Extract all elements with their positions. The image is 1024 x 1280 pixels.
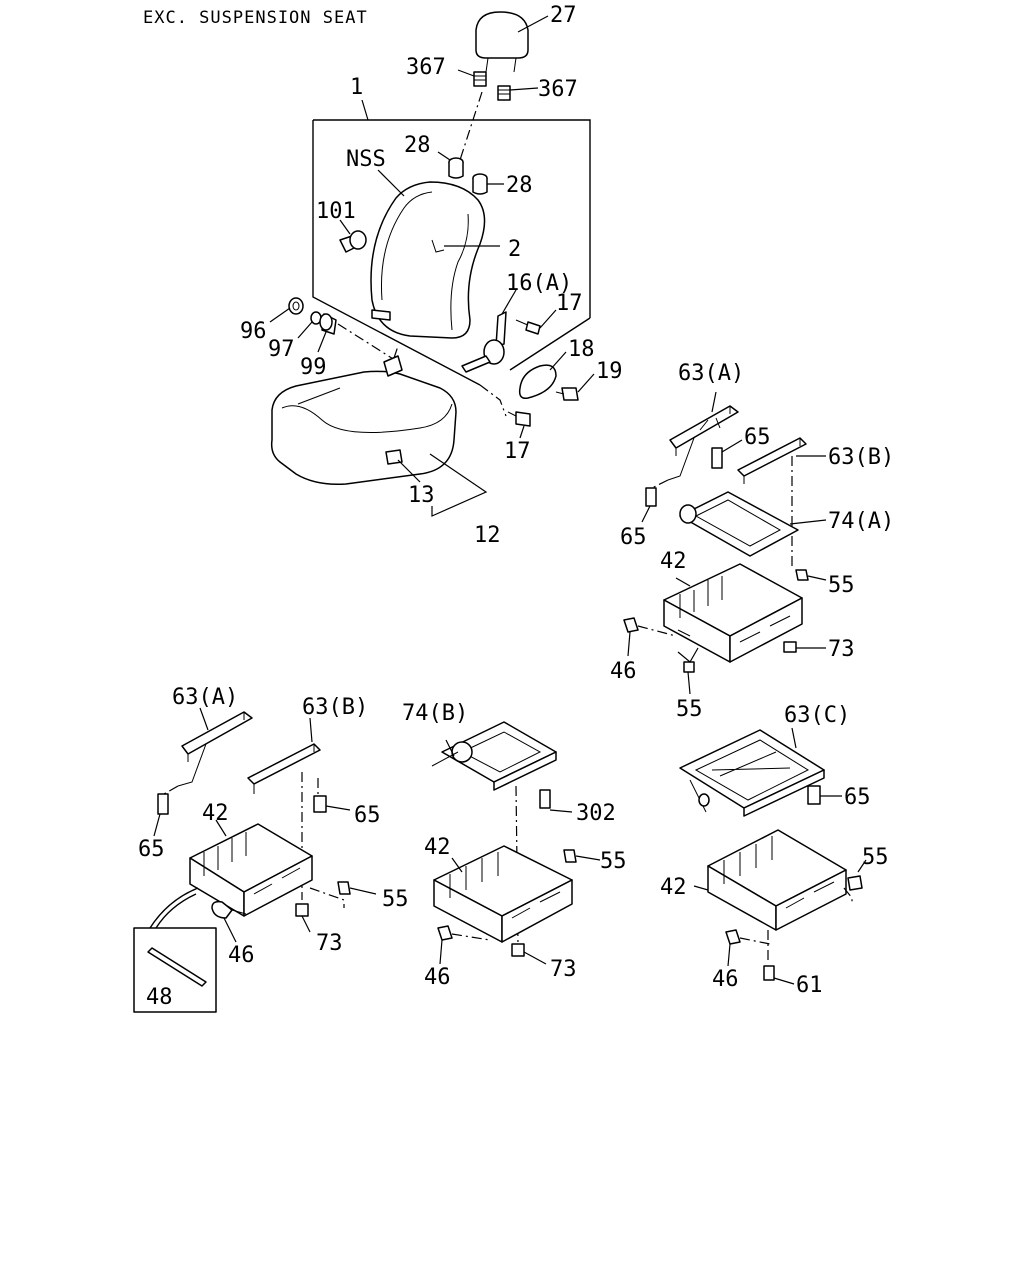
- label-16a: 16(A): [506, 271, 572, 296]
- bolt-17a: [515, 309, 557, 335]
- label-65-c: 65: [844, 785, 871, 810]
- washers-96-97-99: [269, 297, 399, 363]
- label-55-right-top: 55: [828, 573, 855, 598]
- knob-101: [339, 219, 367, 253]
- label-367-left: 367: [406, 55, 446, 80]
- label-65-left-right: 65: [354, 803, 381, 828]
- label-73-left: 73: [316, 931, 343, 956]
- label-63a-left: 63(A): [172, 685, 238, 710]
- label-55-middle: 55: [600, 849, 627, 874]
- rail-63a-left: [181, 711, 253, 755]
- base-42-c: [693, 829, 847, 931]
- label-367-right: 367: [538, 77, 578, 102]
- label-74a: 74(A): [828, 509, 894, 534]
- label-1: 1: [350, 75, 363, 100]
- assembly-bracket: [313, 119, 591, 318]
- label-302: 302: [576, 801, 616, 826]
- headrest: [475, 11, 549, 73]
- guide-28: [437, 151, 504, 195]
- bolt-17b: [479, 384, 531, 439]
- label-46-left: 46: [228, 943, 255, 968]
- label-48: 48: [146, 985, 173, 1010]
- label-28-right: 28: [506, 173, 533, 198]
- base-42-middle: [433, 845, 573, 943]
- seat-back: [370, 169, 500, 339]
- label-46-c: 46: [712, 967, 739, 992]
- label-61: 61: [796, 973, 823, 998]
- label-19: 19: [596, 359, 623, 384]
- recliner-16a: [461, 289, 517, 373]
- cable: [149, 887, 199, 929]
- rail-assembly-left: [133, 707, 377, 1013]
- label-101: 101: [316, 199, 356, 224]
- rail-assembly-middle: [431, 721, 601, 965]
- label-63c: 63(C): [784, 703, 850, 728]
- label-65-right-top: 65: [744, 425, 771, 450]
- seat-cushion: [270, 345, 488, 517]
- label-42-left: 42: [202, 801, 229, 826]
- label-2: 2: [508, 237, 521, 262]
- label-46-middle: 46: [424, 965, 451, 990]
- cover-18: [518, 351, 595, 401]
- label-18: 18: [568, 337, 595, 362]
- rail-assembly-c: [679, 727, 867, 985]
- label-28-left: 28: [404, 133, 431, 158]
- inset-box-48: [133, 927, 217, 1013]
- label-17-bottom: 17: [504, 439, 531, 464]
- label-17-top: 17: [556, 291, 583, 316]
- label-42-middle: 42: [424, 835, 451, 860]
- label-55-left: 55: [382, 887, 409, 912]
- label-97: 97: [268, 337, 295, 362]
- label-63b-right: 63(B): [828, 445, 894, 470]
- base-42-left: [189, 819, 313, 917]
- rail-assembly-right: [623, 391, 827, 695]
- seat-assembly: [269, 11, 595, 517]
- label-13: 13: [408, 483, 435, 508]
- part-labels: 27 367 367 1 28 28 NSS 101 2 16(A) 17 96…: [138, 3, 894, 1010]
- base-42-right: [663, 563, 803, 663]
- label-42-right: 42: [660, 549, 687, 574]
- rail-63b-left: [247, 743, 321, 785]
- frame-74a: [679, 491, 799, 557]
- label-65-right-left: 65: [620, 525, 647, 550]
- rail-63a-right: [669, 405, 739, 449]
- label-73-right: 73: [828, 637, 855, 662]
- label-63b-left: 63(B): [302, 695, 368, 720]
- bushing-367: [457, 69, 539, 101]
- label-46-right: 46: [610, 659, 637, 684]
- label-27: 27: [550, 3, 577, 28]
- label-63a-right: 63(A): [678, 361, 744, 386]
- label-nss: NSS: [346, 147, 386, 172]
- label-42-c: 42: [660, 875, 687, 900]
- label-96: 96: [240, 319, 267, 344]
- label-73-middle: 73: [550, 957, 577, 982]
- label-99: 99: [300, 355, 327, 380]
- rail-63b-right: [737, 437, 807, 477]
- label-65-left: 65: [138, 837, 165, 862]
- diagram-title: EXC. SUSPENSION SEAT: [143, 8, 368, 28]
- label-55-right-bottom: 55: [676, 697, 703, 722]
- label-74b: 74(B): [402, 701, 468, 726]
- label-55-c: 55: [862, 845, 889, 870]
- label-12: 12: [474, 523, 501, 548]
